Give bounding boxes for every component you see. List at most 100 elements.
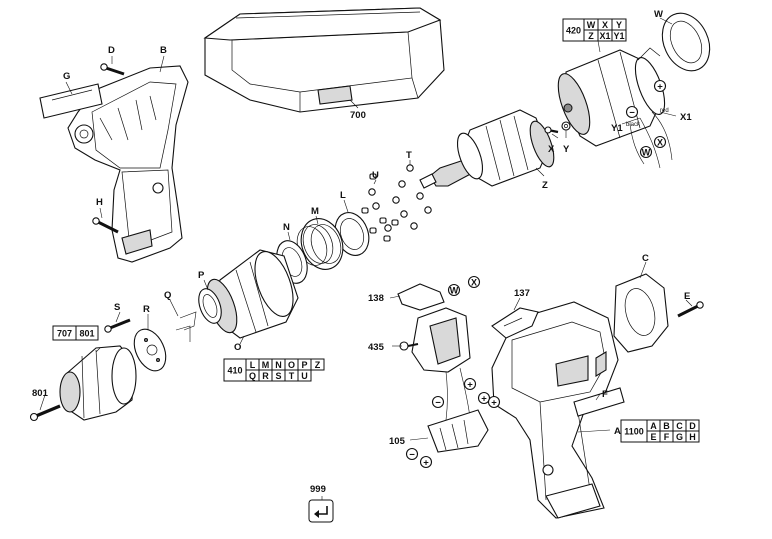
ref-table-410: 410 L M N O P Z Q R S T U: [223, 358, 325, 382]
ref-1100-cell: H: [689, 432, 696, 442]
label-h: H: [96, 197, 103, 208]
label-f: F: [602, 389, 608, 400]
part-letter-labels: G D B H T U L M N W X Y Y1 X1 Z C E F A …: [63, 9, 692, 437]
plus-a-label: +: [467, 380, 473, 391]
ref-410-cell: Q: [249, 371, 256, 381]
minus-a-label: −: [435, 398, 441, 409]
screw-e: [677, 301, 704, 318]
label-z: Z: [542, 180, 548, 191]
label-n: N: [283, 222, 290, 233]
ref-410-cell: N: [275, 360, 282, 370]
ref-410-cell: L: [250, 360, 256, 370]
label-e: E: [684, 291, 690, 302]
label-strip-g: [39, 83, 103, 119]
plus-motor-label: +: [657, 82, 663, 93]
label-435: 435: [368, 342, 385, 353]
leader-lines: [39, 17, 693, 502]
ref-420-num: 420: [566, 26, 581, 36]
ref-420-cell: X: [602, 20, 608, 30]
wire-labels: red black: [626, 108, 669, 128]
label-y1: Y1: [611, 123, 623, 134]
ref-420-cell: X1: [599, 31, 610, 41]
ref-707-cell: 801: [79, 329, 94, 339]
ref-1100-cell: B: [663, 421, 670, 431]
wire-black-label: black: [626, 122, 641, 128]
return-icon-box: [308, 499, 334, 523]
screw-s: [104, 318, 131, 333]
screw-801: [29, 404, 61, 422]
label-t: T: [406, 150, 412, 161]
label-s: S: [114, 302, 120, 313]
gearbox-assembly: [419, 109, 555, 189]
carry-case: [203, 7, 445, 113]
motor-assembly: [557, 47, 666, 147]
torque-collar: [206, 249, 299, 339]
right-housing: [491, 301, 619, 519]
switch-wires: [445, 367, 471, 421]
ref-420-cell: Z: [588, 31, 594, 41]
return-arrow-icon: [314, 506, 328, 518]
label-801-bottom: 801: [32, 388, 49, 399]
label-p: P: [198, 270, 205, 281]
label-m: M: [311, 206, 319, 217]
washer-y: [561, 121, 571, 131]
ref-410-cell: M: [262, 360, 270, 370]
polarity-markers: + − W X W X + + − − + +: [405, 79, 667, 469]
label-u: U: [372, 170, 379, 181]
w-motor-label: W: [642, 148, 651, 158]
part-number-labels: 700 138 137 435 105 801 999: [32, 110, 530, 495]
x-switch-label: X: [471, 278, 477, 288]
label-700: 700: [350, 110, 366, 121]
label-105: 105: [389, 436, 406, 447]
ref-410-cell: O: [288, 360, 295, 370]
left-housing: [67, 65, 189, 263]
label-o: O: [234, 342, 241, 353]
ref-420-cell: W: [587, 20, 596, 30]
ref-table-707: 707 801: [52, 325, 99, 341]
label-c: C: [642, 253, 649, 264]
x-motor-label: X: [657, 138, 663, 148]
washer-r: [133, 328, 167, 372]
slider-138: [397, 283, 445, 311]
label-g: G: [63, 71, 70, 82]
label-b: B: [160, 45, 167, 56]
label-l: L: [340, 190, 346, 201]
terminal-block-105: [427, 409, 489, 453]
ref-410-cell: P: [301, 360, 307, 370]
end-cap-c: [613, 273, 669, 353]
wire-red-label: red: [660, 108, 669, 114]
label-q: Q: [164, 290, 171, 301]
ref-410-cell: S: [275, 371, 281, 381]
ref-1100-cell: A: [650, 421, 657, 431]
ref-table-1100: 1100 A B C D E F G H: [620, 419, 700, 443]
chuck: [59, 345, 137, 421]
switch-button-137: [491, 307, 539, 339]
ref-410-cell: U: [301, 371, 308, 381]
label-999: 999: [310, 484, 326, 495]
w-switch-label: W: [450, 286, 459, 296]
ref-420-cell: Y1: [613, 31, 624, 41]
label-w: W: [654, 9, 663, 20]
motor-end-cap: [661, 12, 711, 72]
label-138: 138: [368, 293, 384, 304]
label-d: D: [108, 45, 115, 56]
ref-410-cell: R: [262, 371, 269, 381]
motor-wires: [629, 111, 673, 169]
ring-p: [198, 288, 222, 324]
ref-410-cell: T: [289, 371, 295, 381]
label-137: 137: [514, 288, 530, 299]
label-x: X: [548, 144, 555, 155]
plus-c-label: +: [423, 458, 429, 469]
ref-707-num: 707: [57, 329, 72, 339]
ref-table-420: 420 W X Y Z X1 Y1: [562, 18, 627, 42]
ref-420-cell: Y: [616, 20, 622, 30]
label-r: R: [143, 304, 150, 315]
label-strip-f: [573, 387, 625, 417]
ref-1100-cell: F: [664, 432, 670, 442]
screw-x: [544, 126, 559, 134]
ref-1100-cell: C: [676, 421, 683, 431]
screw-d: [100, 63, 125, 76]
ref-1100-cell: E: [650, 432, 656, 442]
ref-410-cell: Z: [315, 360, 321, 370]
